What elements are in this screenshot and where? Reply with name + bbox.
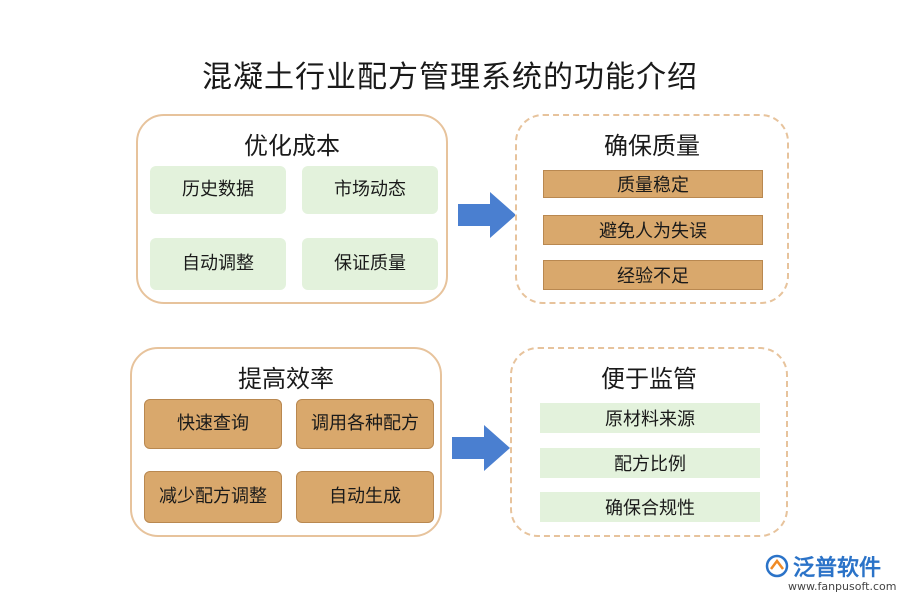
panel-optimize-cost: 优化成本 历史数据 市场动态 自动调整 保证质量 [136,114,448,304]
chip-quick-query: 快速查询 [144,399,282,449]
panel-title-easy-supervision: 便于监管 [601,365,697,393]
panel-improve-efficiency: 提高效率 快速查询 调用各种配方 减少配方调整 自动生成 [130,347,442,537]
chip-history-data: 历史数据 [150,166,286,214]
bar-formula-ratio: 配方比例 [540,448,760,478]
brand-logo: 泛普软件 [765,553,882,581]
bar-raw-material-source: 原材料来源 [540,403,760,433]
panel-title-improve-efficiency: 提高效率 [238,365,334,393]
panel-ensure-quality: 确保质量 质量稳定 避免人为失误 经验不足 [515,114,789,304]
diagram-title: 混凝土行业配方管理系统的功能介绍 [202,60,698,95]
bar-quality-stable: 质量稳定 [543,170,763,198]
chip-ensure-quality: 保证质量 [302,238,438,290]
bar-avoid-human-error: 避免人为失误 [543,215,763,245]
panel-easy-supervision: 便于监管 原材料来源 配方比例 确保合规性 [510,347,788,537]
bar-lack-experience: 经验不足 [543,260,763,290]
logo-url: www.fanpusoft.com [788,580,897,593]
arrow-right-icon [458,192,516,238]
chip-reduce-adjustments: 减少配方调整 [144,471,282,523]
chip-auto-generate: 自动生成 [296,471,434,523]
chip-market-dynamics: 市场动态 [302,166,438,214]
chip-auto-adjust: 自动调整 [150,238,286,290]
panel-title-optimize-cost: 优化成本 [244,132,340,160]
chip-call-formulas: 调用各种配方 [296,399,434,449]
arrow-right-icon [452,425,510,471]
logo-name: 泛普软件 [793,556,882,581]
logo-icon [765,554,789,578]
panel-title-ensure-quality: 确保质量 [604,132,700,160]
bar-ensure-compliance: 确保合规性 [540,492,760,522]
